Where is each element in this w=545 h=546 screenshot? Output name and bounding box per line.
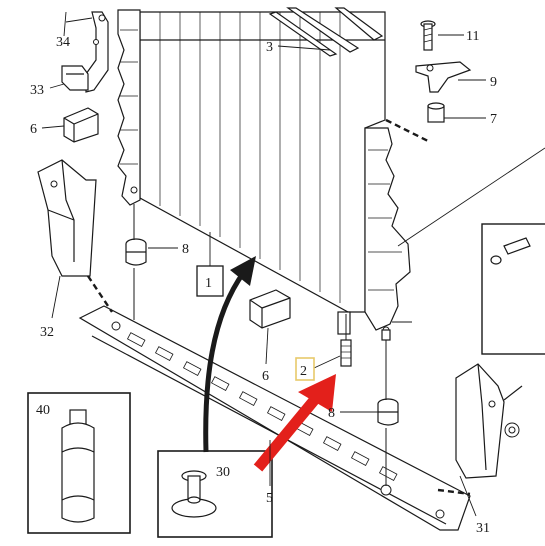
callout-33: 33 (30, 83, 44, 98)
leader-panel (397, 147, 545, 247)
rubber-pad-6-center (249, 289, 291, 329)
bracket-34 (85, 11, 109, 93)
radiator-core (117, 9, 411, 341)
adjacent-panel (481, 223, 545, 355)
callout-3: 3 (266, 40, 273, 55)
highlight-arrow (253, 374, 336, 472)
callout-34: 34 (56, 35, 70, 50)
callout-1: 1 (205, 276, 212, 291)
callout-8-right: 8 (328, 406, 335, 421)
callout-6-center: 6 (262, 369, 269, 384)
assembly-lines (87, 118, 471, 496)
callout-32: 32 (40, 325, 54, 340)
callout-8-left: 8 (182, 242, 189, 257)
bracket-9 (415, 61, 472, 93)
callout-9: 9 (490, 75, 497, 90)
assembly-arrow (203, 256, 256, 453)
callout-6-left: 6 (30, 122, 37, 137)
callout-labels: 34 33 6 32 3 11 9 7 8 1 6 2 8 40 30 5 31 (30, 29, 497, 536)
callout-box-2 (295, 357, 315, 381)
rubber-mount-8-left (125, 238, 147, 266)
callout-11: 11 (466, 29, 479, 44)
clip-33 (61, 65, 89, 91)
callout-2: 2 (300, 364, 307, 379)
rubber-pad-6-left (63, 107, 99, 143)
bracket-31 (455, 363, 523, 479)
leader-lines (41, 11, 486, 517)
lower-crossmember-5 (78, 305, 471, 531)
callout-30: 30 (216, 465, 230, 480)
inset-coolant-40 (27, 392, 131, 534)
callout-box-1 (196, 265, 224, 297)
callout-5: 5 (266, 491, 273, 506)
bolt-11 (420, 20, 436, 51)
callout-40: 40 (36, 403, 50, 418)
grommet-7 (427, 102, 445, 123)
seal-strips (268, 7, 384, 57)
bracket-32 (37, 159, 97, 277)
rubber-mount-8-right (377, 398, 399, 426)
inset-plug-30 (157, 450, 273, 538)
callout-31: 31 (476, 521, 490, 536)
drain-plug-2 (340, 339, 352, 367)
callout-7: 7 (490, 112, 497, 127)
